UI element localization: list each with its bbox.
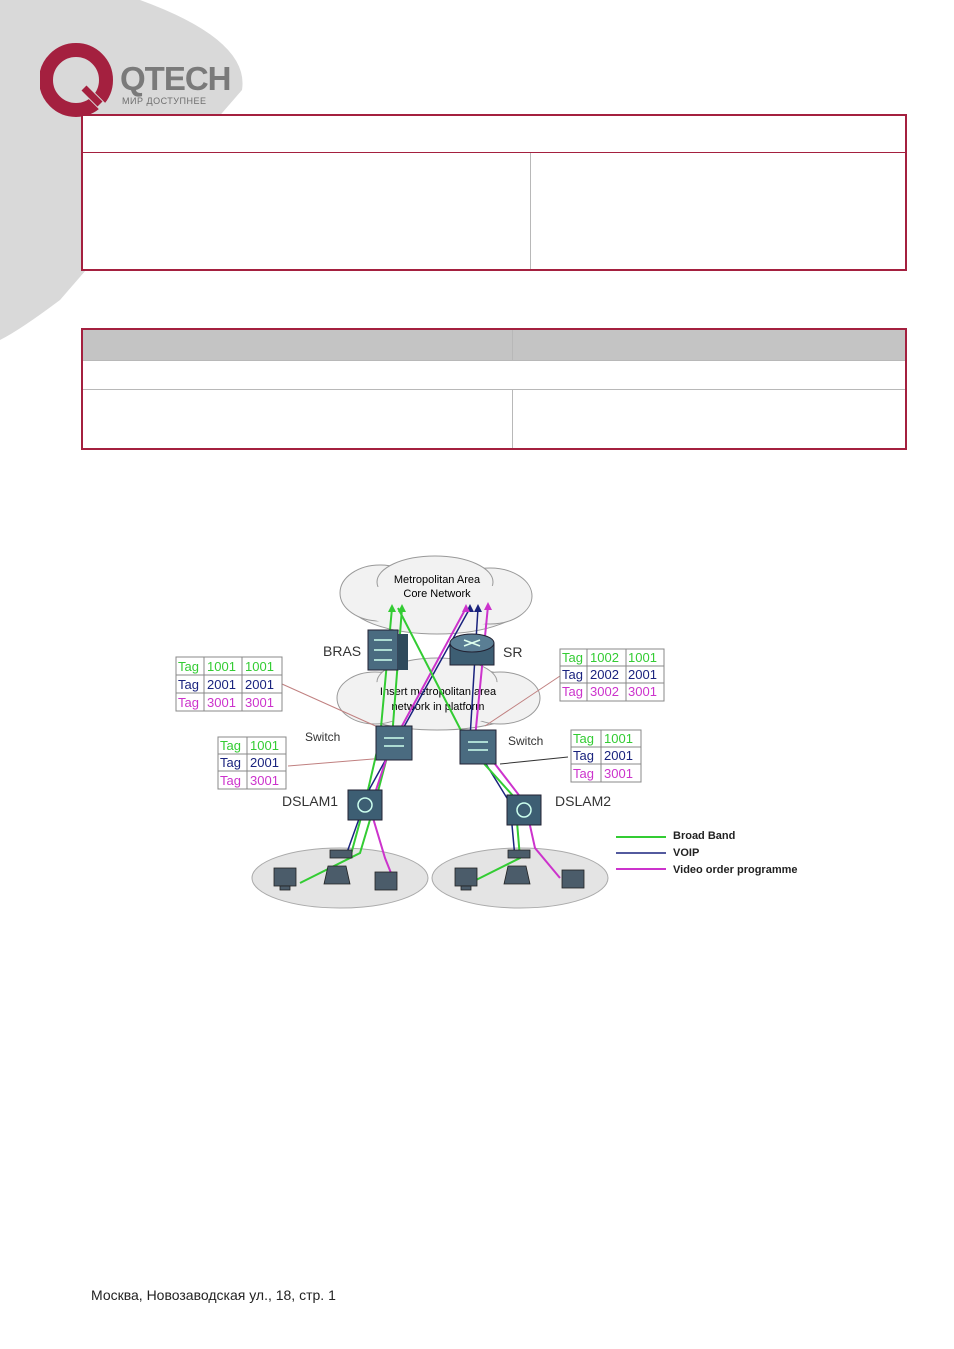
tag-cell: 2001 [604, 748, 633, 763]
qtech-logo: QTECH МИР ДОСТУПНЕЕ [40, 42, 250, 122]
dslam1-label: DSLAM1 [282, 793, 338, 809]
metro-cloud-label-2: network in platform [392, 701, 485, 713]
footer-address: Москва, Новозаводская ул., 18, стр. 1 [91, 1287, 336, 1303]
tag-cell: Tag [220, 738, 241, 753]
tag-cell: Tag [573, 766, 594, 781]
bras-tag-table: Tag 1001 1001 Tag 2001 2001 Tag 3001 300… [175, 656, 283, 712]
bras-device-icon [367, 629, 408, 671]
terminal-icons-left [273, 849, 398, 891]
switch-right-label: Switch [508, 734, 543, 748]
tag-cell: Tag [562, 650, 583, 665]
switch-right-tag-table: Tag 1001 Tag 2001 Tag 3001 [570, 729, 642, 783]
tag-cell: Tag [573, 731, 594, 746]
core-cloud-label-1: Metropolitan Area [394, 574, 481, 586]
table-header-cell [512, 328, 907, 361]
logo-brand: QTECH [120, 60, 231, 97]
dslam2-icon [506, 794, 542, 826]
sr-router-icon [449, 633, 495, 666]
tag-cell: Tag [178, 659, 199, 674]
tag-cell: 3001 [245, 695, 274, 710]
sr-tag-table: Tag 1002 1001 Tag 2002 2001 Tag 3002 300… [559, 648, 665, 702]
legend: Broad Band VOIP Video order programme [616, 830, 798, 876]
switch-left-label: Switch [305, 730, 340, 744]
logo-tagline: МИР ДОСТУПНЕЕ [122, 96, 207, 106]
dslam2-label: DSLAM2 [555, 793, 611, 809]
tag-cell: 1001 [604, 731, 633, 746]
tag-cell: 2001 [207, 677, 236, 692]
legend-label-video: Video order programme [673, 864, 798, 876]
tag-cell: Tag [220, 773, 241, 788]
switch-right-icon [459, 729, 497, 765]
tag-cell: 1002 [590, 650, 619, 665]
table-header-cell [81, 114, 907, 153]
tag-cell: Tag [562, 667, 583, 682]
tag-cell: 1001 [207, 659, 236, 674]
logo-mark-icon [40, 43, 113, 117]
core-cloud-label-2: Core Network [403, 588, 471, 600]
tag-cell: 1001 [245, 659, 274, 674]
tag-cell: 2002 [590, 667, 619, 682]
tag-cell: 2001 [250, 755, 279, 770]
terminal-icons-right [454, 849, 585, 891]
table-cell [81, 360, 907, 390]
tag-cell: Tag [178, 677, 199, 692]
tag-cell: 3002 [590, 684, 619, 699]
tag-cell: Tag [562, 684, 583, 699]
legend-label-broadband: Broad Band [673, 830, 735, 842]
arrow-icons [388, 602, 492, 612]
switch-left-tag-table: Tag 1001 Tag 2001 Tag 3001 [217, 736, 287, 790]
tag-cell: Tag [573, 748, 594, 763]
dslam1-icon [347, 789, 383, 821]
table-cell [512, 389, 907, 450]
table-cell [530, 152, 907, 271]
network-diagram-svg: Metropolitan Area Core Network Insert me… [175, 555, 798, 909]
tag-cell: 3001 [604, 766, 633, 781]
tag-cell: 1001 [628, 650, 657, 665]
tag-cell: Tag [220, 755, 241, 770]
tag-cell: 2001 [628, 667, 657, 682]
tag-cell: 2001 [245, 677, 274, 692]
table-cell [81, 389, 513, 450]
info-table-2 [81, 328, 907, 450]
switch-left-icon [375, 725, 413, 761]
info-table-1 [81, 114, 907, 271]
tag-cell: Tag [178, 695, 199, 710]
tag-cell: 3001 [207, 695, 236, 710]
table-cell [81, 152, 531, 271]
tag-cell: 3001 [250, 773, 279, 788]
legend-label-voip: VOIP [673, 847, 699, 859]
network-diagram: Metropolitan Area Core Network Insert me… [170, 548, 830, 918]
sr-label: SR [503, 644, 522, 660]
metro-cloud-label-1: Insert metropolitan area [380, 686, 497, 698]
tag-cell: 3001 [628, 684, 657, 699]
bras-label: BRAS [323, 643, 361, 659]
tag-cell: 1001 [250, 738, 279, 753]
table-header-cell [81, 328, 513, 361]
